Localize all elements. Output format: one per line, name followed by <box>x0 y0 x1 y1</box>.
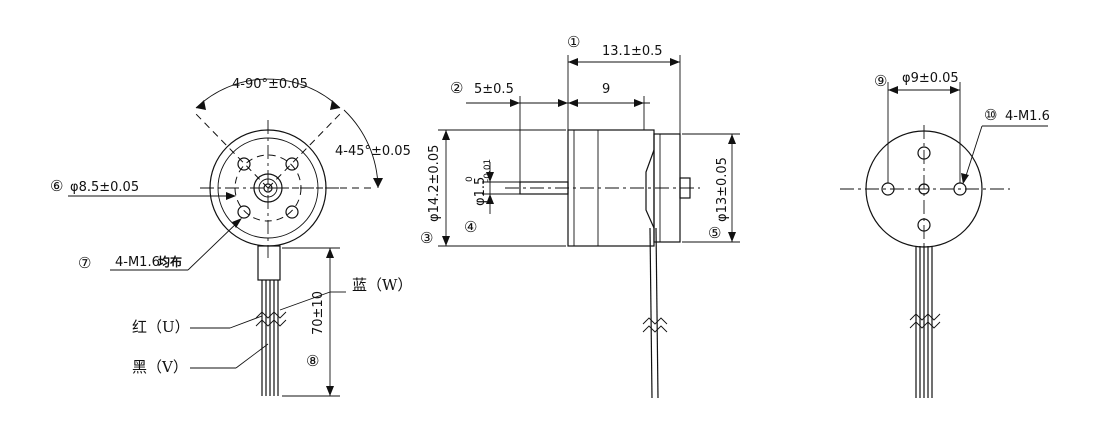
body-length-label: 9 <box>602 82 610 97</box>
pcd-label: φ8.5±0.05 <box>70 180 139 195</box>
flange-dia-label: φ13±0.05 <box>715 157 730 222</box>
front-radial <box>195 113 269 189</box>
body-dia-label: φ14.2±0.05 <box>427 145 442 222</box>
callout-10: ⑩ <box>984 106 997 124</box>
back-hole <box>917 146 931 160</box>
wire-blue-label: 蓝（W） <box>352 276 412 294</box>
callout-7: ⑦ <box>78 254 91 272</box>
thread-label: 4-M1.6 <box>115 255 160 270</box>
break-mark <box>255 319 287 327</box>
break-mark <box>909 313 941 321</box>
shaft-dia-label: φ1.5 <box>473 177 488 206</box>
callout-2: ② <box>450 79 463 97</box>
angle-90-label: 4-90°±0.05 <box>232 77 308 92</box>
back-view: ⑨ φ9±0.05 ⑩ 4-M1.6 <box>840 71 1050 398</box>
front-view: 4-90°±0.05 4-45°±0.05 ⑥ φ8.5±0.05 ⑦ 4-M1… <box>50 77 412 397</box>
side-wire <box>649 227 653 399</box>
blue-leader <box>279 291 331 311</box>
side-support <box>645 149 655 229</box>
back-wires <box>909 246 941 398</box>
wire-exit <box>257 245 281 281</box>
front-hole <box>237 157 251 171</box>
wire-black-label: 黑（V） <box>132 358 188 376</box>
thread-cn-label: 均布 <box>158 254 182 269</box>
back-thread-leader <box>963 125 983 183</box>
back-hole <box>917 218 931 232</box>
break-mark <box>642 317 668 325</box>
callout-8: ⑧ <box>306 352 319 370</box>
callout-5: ⑤ <box>708 224 721 242</box>
angle-45-label: 4-45°±0.05 <box>335 144 411 159</box>
thread-leader <box>187 219 241 271</box>
back-thread-label: 4-M1.6 <box>1005 109 1050 124</box>
angle-90-arc <box>195 78 341 109</box>
break-mark <box>642 325 668 333</box>
front-hole <box>285 205 299 219</box>
shaft-tol-upper: 0 <box>465 176 475 182</box>
callout-4: ④ <box>464 218 477 236</box>
side-wire <box>655 227 659 399</box>
front-hole <box>237 205 251 219</box>
shaft-tol-lower: -0.01 <box>483 159 493 182</box>
shaft-length-label: 5±0.5 <box>474 82 514 97</box>
wire-red-label: 红（U） <box>132 318 190 336</box>
callout-9: ⑨ <box>874 72 887 90</box>
red-leader <box>229 315 263 329</box>
callout-6: ⑥ <box>50 177 63 195</box>
break-mark <box>255 311 287 319</box>
lead-length-label: 70±10 <box>311 291 326 335</box>
black-leader <box>235 343 269 369</box>
side-view: ① 13.1±0.5 ② 5±0.5 9 φ14.2±0.05 ③ φ1.5 0… <box>420 33 740 399</box>
break-mark <box>909 321 941 329</box>
front-radial <box>267 113 341 189</box>
front-hole <box>285 157 299 171</box>
back-pcd-label: φ9±0.05 <box>902 71 959 86</box>
front-wires <box>255 280 287 396</box>
callout-1: ① <box>567 33 580 51</box>
callout-3: ③ <box>420 229 433 247</box>
total-length-label: 13.1±0.5 <box>602 44 663 59</box>
back-center-hole <box>918 183 930 195</box>
